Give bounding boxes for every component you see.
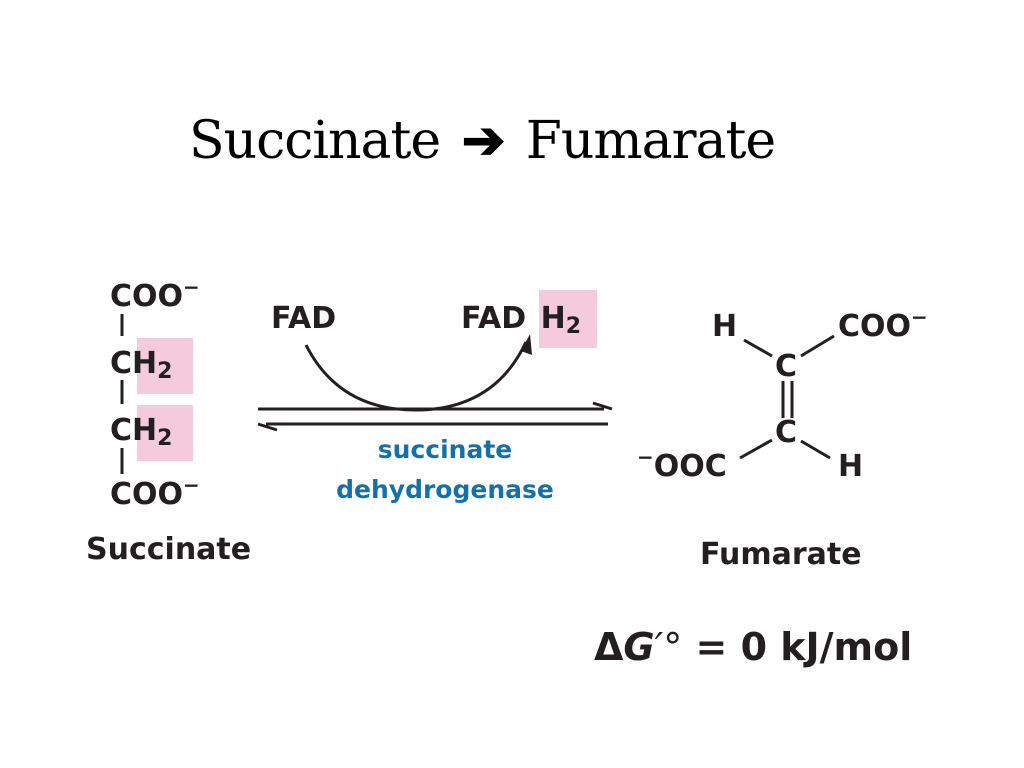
slide-title: Succinate ➔ Fumarate	[189, 104, 776, 178]
title-product: Fumarate	[525, 111, 776, 171]
succinate-ch2-top: CH2	[110, 346, 173, 384]
fumarate-bond-coo-right	[800, 334, 835, 358]
cofactor-curve-arrowhead	[521, 334, 532, 355]
fadh2-h2-highlight	[539, 290, 597, 348]
fumarate-bond-h-bottom	[800, 439, 831, 460]
fumarate-bond-h-top	[743, 338, 773, 358]
cofactor-curve-arrow	[304, 341, 528, 412]
fumarate-h-top: H	[712, 309, 738, 344]
fumarate-c-top: C	[775, 349, 798, 384]
succinate-ch2-bottom-highlight	[137, 405, 193, 461]
fumarate-c-bottom: C	[775, 415, 798, 450]
succinate-label: Succinate	[86, 532, 252, 567]
fadh2-label: FAD H2	[461, 301, 582, 339]
fumarate-label: Fumarate	[700, 537, 862, 572]
succinate-coo-top: COO−	[110, 275, 200, 314]
fumarate-bond-ooc-left	[739, 438, 773, 460]
succinate-coo-bottom: COO−	[110, 473, 200, 512]
fumarate-h-bottom: H	[838, 449, 864, 484]
title-reactant: Succinate	[189, 111, 441, 171]
enzyme-line-2: dehydrogenase	[336, 475, 554, 504]
free-energy-equation: ΔG′° = 0 kJ/mol	[594, 625, 913, 669]
enzyme-line-1: succinate	[377, 435, 513, 464]
title-arrow-icon: ➔	[461, 110, 506, 171]
fumarate-ooc-left: −OOC	[637, 445, 727, 484]
reverse-arrow-head	[257, 422, 278, 432]
fad-label: FAD	[271, 301, 337, 336]
enzyme-name: succinate dehydrogenase	[300, 430, 590, 510]
fumarate-coo-right: COO−	[838, 305, 928, 344]
succinate-ch2-bottom: CH2	[110, 413, 173, 451]
succinate-ch2-top-highlight	[137, 338, 193, 394]
forward-arrow-head	[592, 401, 613, 411]
